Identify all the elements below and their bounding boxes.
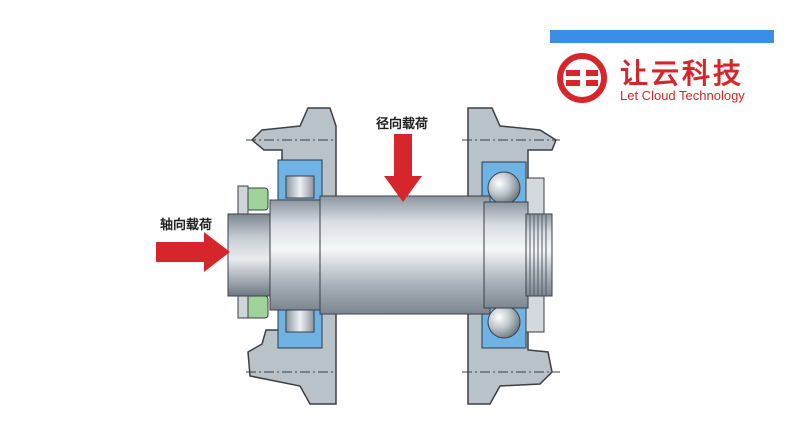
axial-load-label: 轴向载荷 bbox=[160, 218, 213, 233]
brand-logo-icon bbox=[557, 53, 607, 103]
brand-name-en: Let Cloud Technology bbox=[620, 88, 745, 103]
shaft bbox=[227, 195, 553, 315]
brand-name-cn: 让云科技 bbox=[620, 57, 745, 90]
radial-load-label: 径向载荷 bbox=[376, 117, 429, 132]
axial-load-arrow bbox=[156, 232, 230, 272]
brand-accent-bar bbox=[550, 30, 774, 43]
radial-load-arrow bbox=[384, 134, 422, 202]
brand-logo-block: 让云科技 Let Cloud Technology bbox=[556, 52, 786, 108]
